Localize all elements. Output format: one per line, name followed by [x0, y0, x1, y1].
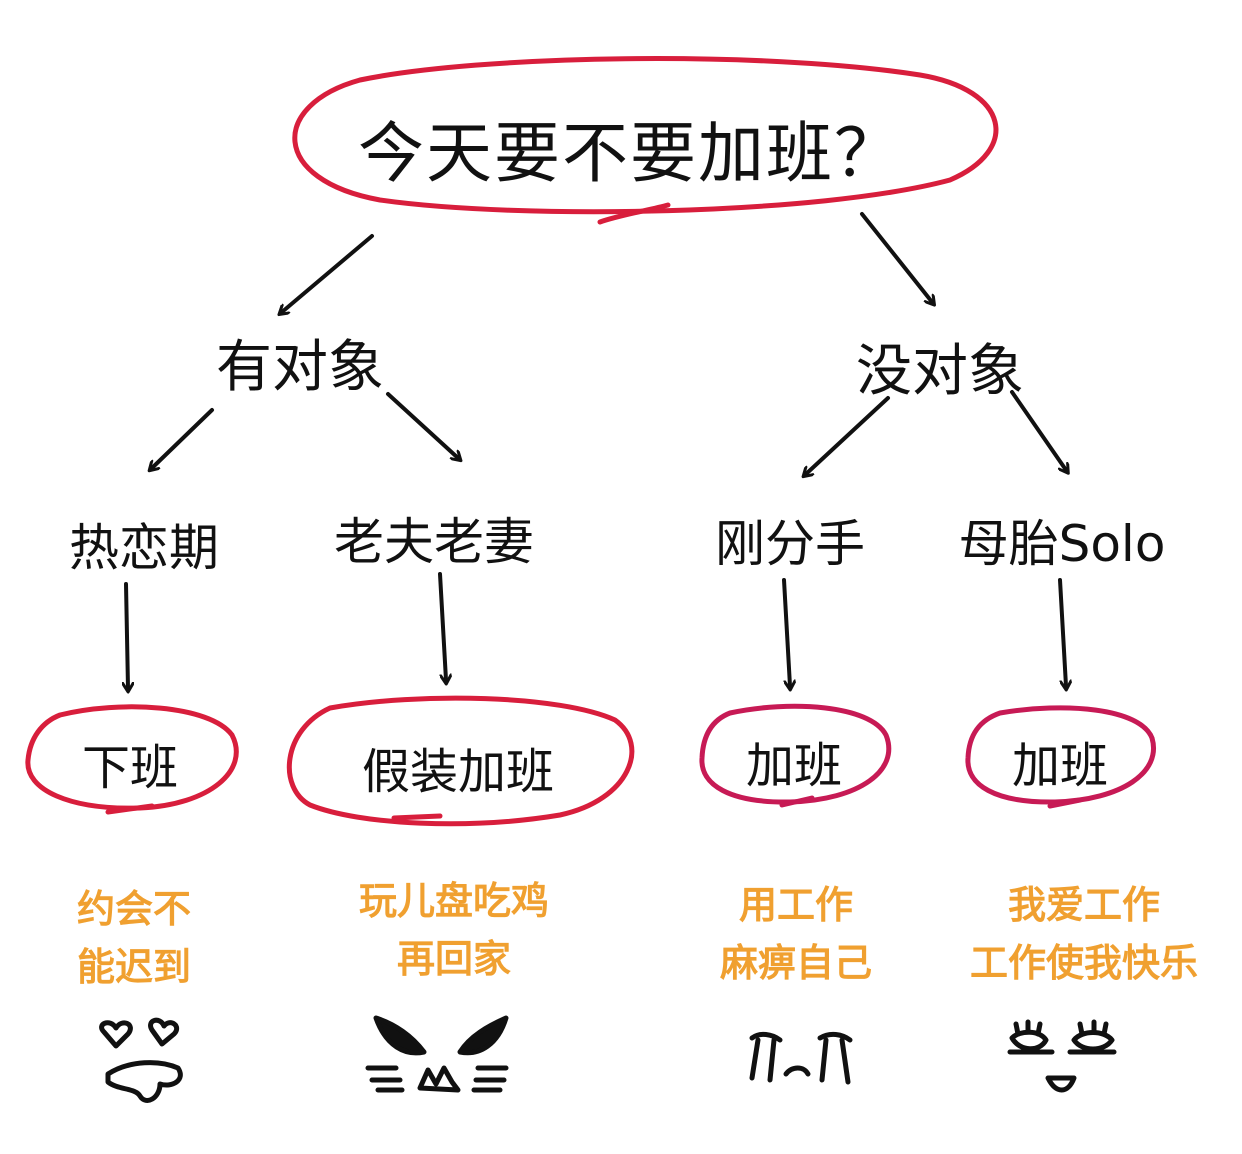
result-off-work: 下班	[81, 740, 179, 796]
note-2-line-1: 玩儿盘吃鸡	[358, 879, 550, 923]
angry-face-icon	[365, 1015, 509, 1093]
arrow-leaf-1-result	[126, 582, 128, 688]
note-4-line-1: 我爱工作	[1007, 883, 1161, 927]
note-2-line-2: 再回家	[396, 937, 512, 981]
note-4-line-2: 工作使我快乐	[969, 941, 1199, 985]
arrow-root-to-left	[282, 234, 374, 312]
result-pretend-overtime: 假装加班	[361, 744, 555, 800]
arrow-left-to-2	[386, 392, 458, 458]
branch-label-single: 没对象	[856, 339, 1024, 404]
arrow-leaf-3-result	[782, 578, 790, 686]
result-overtime-3: 加班	[745, 738, 843, 794]
leaf-label-honeymoon: 热恋期	[69, 519, 219, 577]
note-3-line-2: 麻痹自己	[719, 941, 873, 985]
result-circle-2	[286, 695, 635, 827]
note-4: 我爱工作 工作使我快乐	[970, 876, 1198, 992]
root-question: 今天要不要加班？	[358, 115, 902, 192]
arrow-leaf-2-result	[438, 572, 446, 680]
arrow-right-to-3	[806, 396, 890, 474]
branch-label-with-partner: 有对象	[216, 335, 384, 400]
in-love-face-icon	[99, 1017, 183, 1103]
result-circle-3	[699, 703, 892, 808]
note-2: 玩儿盘吃鸡 再回家	[359, 872, 549, 988]
result-overtime-4: 加班	[1011, 738, 1109, 794]
crying-face-icon	[749, 1031, 853, 1085]
note-1: 约会不 能迟到	[77, 880, 191, 996]
result-circle-1	[25, 704, 239, 815]
arrow-leaf-4-result	[1058, 578, 1066, 686]
root-circle	[292, 56, 999, 225]
arrow-left-to-1	[152, 408, 214, 468]
leaf-label-lifelong-single: 母胎Solo	[958, 515, 1166, 573]
result-circle-4	[965, 705, 1156, 809]
note-3-line-1: 用工作	[738, 883, 854, 927]
note-1-line-1: 约会不	[76, 887, 192, 931]
note-1-line-2: 能迟到	[76, 945, 192, 989]
note-3: 用工作 麻痹自己	[720, 876, 872, 992]
happy-face-icon	[1007, 1019, 1117, 1093]
arrow-right-to-4	[1010, 390, 1066, 470]
leaf-label-just-broke-up: 刚分手	[715, 515, 865, 573]
leaf-label-old-couple: 老夫老妻	[334, 513, 534, 571]
arrow-root-to-right	[860, 212, 932, 302]
